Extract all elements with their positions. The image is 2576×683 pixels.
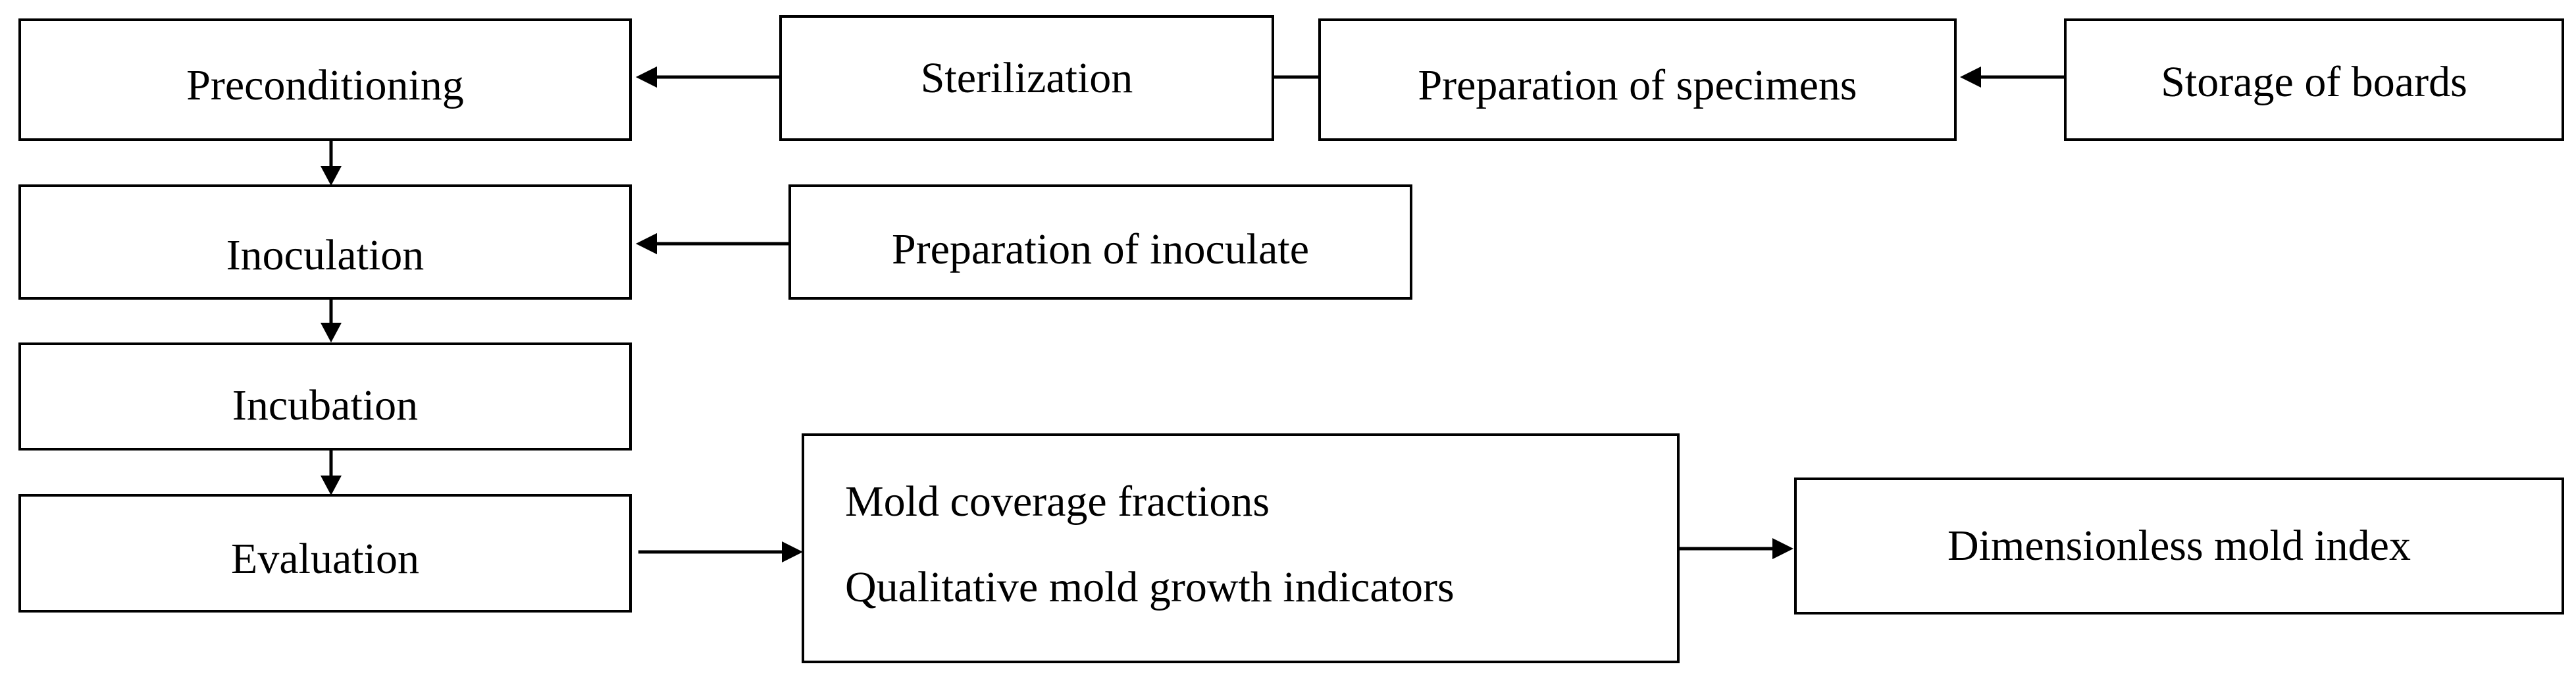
arrow-sterilization-to-preconditioning: [636, 67, 781, 88]
node-preconditioning: Preconditioning: [18, 18, 632, 141]
preparation-of-inoculate-label: Preparation of inoculate: [892, 225, 1309, 273]
node-evaluation: Evaluation: [18, 494, 632, 613]
node-preparation-of-inoculate: Preparation of inoculate: [788, 184, 1412, 300]
arrow-evaluation-to-outputs: [638, 541, 803, 562]
arrow-inoculate-to-inoculation: [636, 233, 790, 254]
node-dimensionless-mold-index: Dimensionless mold index: [1794, 478, 2564, 615]
incubation-label: Incubation: [232, 381, 418, 429]
sterilization-label: Sterilization: [921, 54, 1133, 102]
connectors: [321, 67, 2065, 562]
arrow-preconditioning-to-inoculation: [321, 140, 342, 186]
arrow-storage-to-specimens: [1960, 67, 2065, 88]
dimensionless-mold-index-label: Dimensionless mold index: [1947, 522, 2411, 570]
node-inoculation: Inoculation: [18, 184, 632, 300]
qualitative-mold-growth-indicators-label: Qualitative mold growth indicators: [845, 563, 1455, 611]
evaluation-label: Evaluation: [231, 535, 419, 583]
node-preparation-of-specimens: Preparation of specimens: [1318, 18, 1957, 141]
preparation-of-specimens-label: Preparation of specimens: [1418, 61, 1857, 109]
node-storage-of-boards: Storage of boards: [2064, 18, 2564, 141]
storage-of-boards-label: Storage of boards: [2161, 58, 2467, 106]
node-evaluation-outputs: Mold coverage fractions Qualitative mold…: [802, 433, 1680, 663]
arrow-inoculation-to-incubation: [321, 298, 342, 342]
node-incubation: Incubation: [18, 342, 632, 451]
mold-coverage-fractions-label: Mold coverage fractions: [845, 478, 1270, 526]
node-sterilization: Sterilization: [779, 15, 1274, 141]
arrow-outputs-to-mold-index: [1678, 538, 1793, 559]
arrow-incubation-to-evaluation: [321, 449, 342, 495]
preconditioning-label: Preconditioning: [186, 61, 464, 109]
inoculation-label: Inoculation: [226, 231, 425, 279]
